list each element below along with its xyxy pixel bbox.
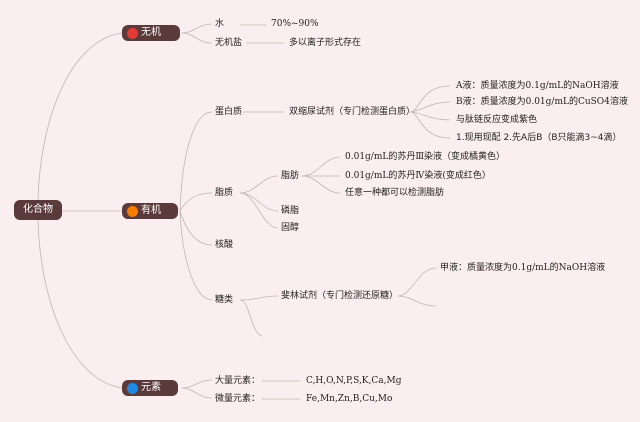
node-sugar[interactable]: 糖类 [215, 295, 234, 305]
node-salt-value: 多以离子形式存在 [289, 38, 362, 48]
blue-dot-icon [127, 382, 138, 394]
orange-dot-icon [127, 205, 138, 217]
node-phospholipid[interactable]: 磷脂 [281, 206, 300, 216]
branch-organic-label: 有机 [141, 205, 161, 216]
node-inorganic-salt[interactable]: 无机盐 [215, 38, 243, 48]
node-protein-detail-note: 1.现用现配 2.先A后B（B只能滴3~4滴） [456, 133, 622, 143]
node-protein-detail-a: A液：质量浓度为0.1g/mL的NaOH溶液 [456, 81, 619, 91]
node-nucleic-acid[interactable]: 核酸 [215, 240, 234, 250]
red-dot-icon [127, 27, 138, 39]
node-water[interactable]: 水 [215, 19, 225, 29]
node-protein-detail-color: 与肽链反应变成紫色 [456, 115, 538, 125]
branch-elements-label: 元素 [141, 382, 161, 393]
branch-inorganic-label: 无机 [141, 27, 161, 38]
node-water-value: 70%~90% [271, 19, 319, 29]
branch-elements[interactable]: 元素 [122, 380, 178, 396]
root-node-compound[interactable]: 化合物 [14, 200, 62, 220]
node-sterol[interactable]: 固醇 [281, 223, 300, 233]
node-fat-detail-sudan4: 0.01g/mL的苏丹Ⅳ染液(变成红色） [345, 171, 491, 181]
node-fat[interactable]: 脂肪 [281, 171, 300, 181]
node-fehling-reagent[interactable]: 斐林试剂（专门检测还原糖） [281, 291, 399, 301]
branch-organic[interactable]: 有机 [122, 203, 178, 219]
node-micro-elements[interactable]: 微量元素： [215, 394, 261, 404]
node-macro-elements[interactable]: 大量元素： [215, 376, 261, 386]
node-micro-elements-value: Fe,Mn,Zn,B,Cu,Mo [306, 394, 393, 404]
node-protein[interactable]: 蛋白质 [215, 107, 243, 117]
node-biuret-reagent[interactable]: 双缩尿试剂（专门检测蛋白质） [289, 107, 416, 117]
branch-inorganic[interactable]: 无机 [122, 25, 180, 41]
node-macro-elements-value: C,H,O,N,P,S,K,Ca,Mg [306, 376, 402, 386]
node-fat-detail-sudan3: 0.01g/mL的苏丹Ⅲ染液（变成橘黄色） [345, 152, 506, 162]
node-protein-detail-b: B液：质量浓度为0.01g/mL的CuSO4溶液 [456, 97, 628, 107]
node-fat-detail-note: 任意一种都可以检测脂肪 [345, 188, 445, 198]
node-lipid[interactable]: 脂质 [215, 188, 234, 198]
node-fehling-detail-a: 甲液：质量浓度为0.1g/mL的NaOH溶液 [440, 263, 606, 273]
